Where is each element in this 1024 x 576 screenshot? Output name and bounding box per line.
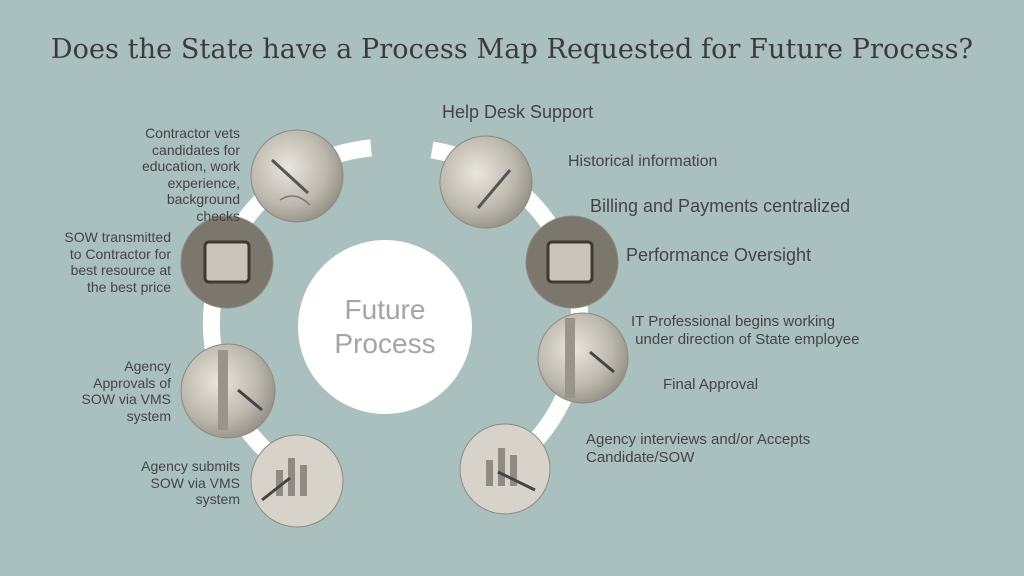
center-label: Future Process — [305, 293, 465, 361]
step-label-sow-transmitted: SOW transmitted to Contractor for best r… — [64, 229, 171, 295]
hand-pen-photo-right — [537, 312, 629, 404]
step-label-historical-info: Historical information — [568, 153, 718, 170]
tablet-photo-right — [525, 215, 619, 309]
hand-pen-photo — [180, 343, 276, 439]
step-label-performance-oversight: Performance Oversight — [626, 245, 812, 265]
hand-writing-photo — [250, 129, 344, 223]
chart-pen-photo-right — [459, 423, 551, 515]
center-label-line1: Future — [344, 294, 426, 325]
center-circle — [298, 240, 472, 414]
step-label-agency-submits: Agency submits SOW via VMS system — [141, 458, 240, 507]
step-label-it-professional: IT Professional begins working under dir… — [631, 313, 860, 348]
step-label-contractor-vets: Contractor vets candidates for education… — [141, 125, 240, 224]
hand-writing-photo-right — [439, 135, 533, 229]
step-label-agency-interviews: Agency interviews and/or Accepts Candida… — [586, 431, 811, 466]
step-label-agency-approvals: Agency Approvals of SOW via VMS system — [81, 358, 171, 424]
tablet-photo — [180, 215, 274, 309]
step-label-help-desk: Help Desk Support — [442, 102, 594, 122]
chart-pen-photo — [250, 434, 344, 528]
step-label-final-approval: Final Approval — [663, 376, 759, 393]
center-label-line2: Process — [334, 328, 436, 359]
page-title: Does the State have a Process Map Reques… — [50, 34, 974, 65]
step-label-billing-payments: Billing and Payments centralized — [590, 196, 851, 216]
